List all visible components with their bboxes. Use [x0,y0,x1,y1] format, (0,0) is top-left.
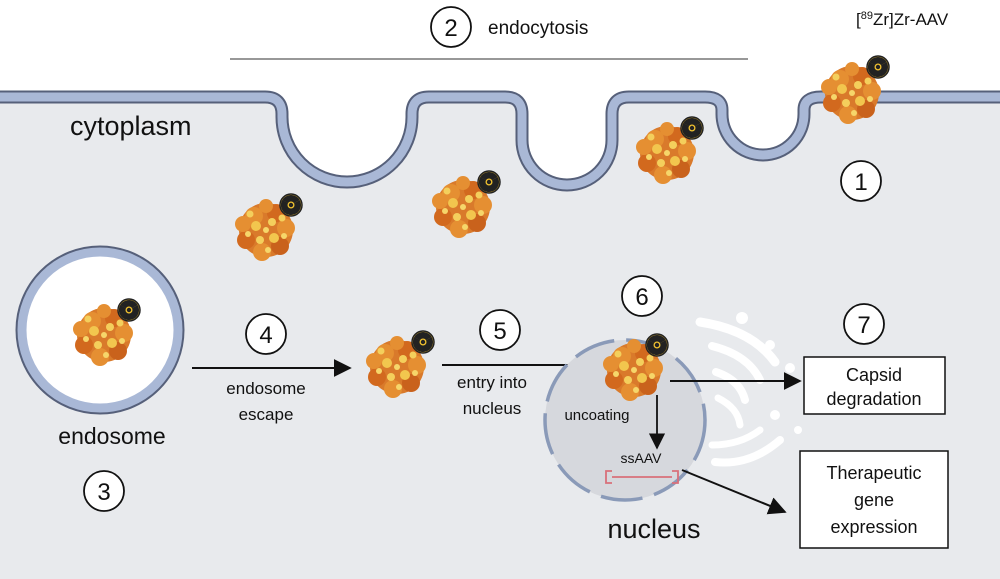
step-5-label-line1: entry into [457,373,527,392]
cytoplasm-label: cytoplasm [70,111,192,141]
step-4-number: 4 [259,322,272,349]
ssaav-label: ssAAV [621,450,663,466]
gene-expression-arrow [681,469,787,515]
step-3-marker: 3 [83,470,125,512]
endoplasmic-reticulum [695,312,802,467]
step-2-number: 2 [444,15,457,42]
therapeutic-line2: gene [854,490,894,510]
step-5-label-line2: nucleus [463,399,522,418]
step-4-label-line2: escape [239,405,294,424]
therapeutic-line3: expression [830,517,917,537]
step-1-number: 1 [854,169,867,196]
step-7-marker: 7 [843,303,885,345]
capsid-line2: degradation [826,389,921,409]
endosome-label: endosome [58,423,165,449]
nucleus-body [545,340,705,500]
ssaav-genome [605,470,679,484]
endocytosis-label: endocytosis [488,18,588,39]
step-2-marker: 2 [430,6,472,48]
capsid-degradation-box [803,356,946,415]
step-6-number: 6 [635,284,648,311]
step-3-number: 3 [97,479,110,506]
tracer-label: [89Zr]Zr-AAV [856,10,949,29]
step-4-marker: 4 [245,313,287,355]
nuclear-envelope [543,338,707,502]
step-1-marker: 1 [840,160,882,202]
step-7-number: 7 [857,312,870,339]
step-5-marker: 5 [479,309,521,351]
capsid-line1: Capsid [846,365,902,385]
nucleus-label: nucleus [607,514,700,544]
uncoating-label: uncoating [564,407,629,424]
step-5-number: 5 [493,318,506,345]
cell-membrane [0,92,1000,190]
step-6-marker: 6 [621,275,663,317]
therapeutic-line1: Therapeutic [826,463,921,483]
step-4-label-line1: endosome [226,379,305,398]
gene-expression-box [799,450,949,549]
